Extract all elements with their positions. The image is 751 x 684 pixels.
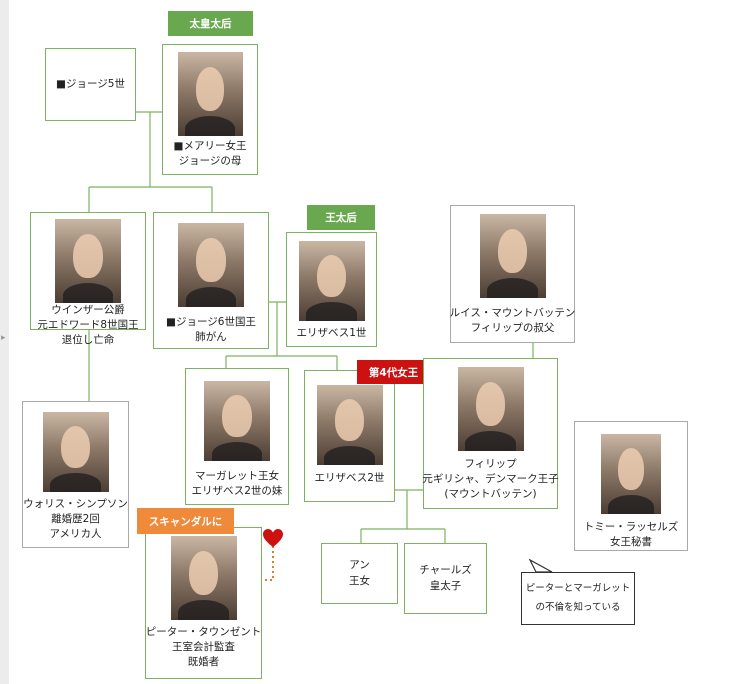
windsor-photo [55,219,121,303]
tommy-photo [601,434,661,514]
person-tommy: トミー・ラッセルズ 女王秘書 [574,421,688,551]
margaret-note: エリザベス2世の妹 [191,485,283,498]
wallis-photo [42,412,109,492]
elizabeth2-photo [316,385,383,465]
margaret-photo [204,381,270,461]
anne-name: アン [349,559,370,572]
tommy-note: 女王秘書 [610,536,652,549]
tommy-callout: ピーターとマーガレット の不倫を知っている [521,572,635,625]
anne-note: 王女 [349,574,370,587]
tommy-name: トミー・ラッセルズ [583,521,679,533]
mary-note: ジョージの母 [178,155,242,168]
person-peter: ピーター・タウンゼント 王室会計監査 既婚者 [145,527,262,679]
wallis-note2: アメリカ人 [49,528,102,541]
mary-photo [177,52,243,136]
charles-note: 皇太子 [429,579,462,592]
person-anne: アン 王女 [321,543,398,604]
callout-line2: の不倫を知っている [535,601,621,613]
elizabeth1-photo [298,241,365,321]
margaret-name: マーガレット王女 [195,470,279,482]
person-wallis: ウォリス・シンプソン 離婚歴2回 アメリカ人 [22,401,129,548]
louis-photo [479,214,546,298]
louis-note: フィリップの叔父 [470,322,555,335]
arrow-right-icon: ▸ [1,333,6,343]
elizabeth1-name: エリザベス1世 [296,327,367,339]
person-margaret: マーガレット王女 エリザベス2世の妹 [185,368,289,505]
person-george6: ■ジョージ6世国王 肺がん [153,212,269,349]
heart-icon [263,529,283,547]
peter-photo [170,536,237,620]
tag-fourth-queen: 第4代女王 [357,360,430,384]
tag-scandal: スキャンダルに [137,508,234,534]
philip-photo [457,367,524,451]
person-philip: フィリップ 元ギリシャ、デンマーク王子 (マウントバッテン) [422,358,559,509]
person-charles: チャールズ 皇太子 [404,543,487,614]
person-louis: ルイス・マウントバッテン フィリップの叔父 [450,205,575,343]
wallis-note1: 離婚歴2回 [51,513,100,526]
person-mary: ■メアリー女王 ジョージの母 [162,44,258,175]
person-elizabeth1: エリザベス1世 [286,232,377,347]
george5-name: ■ジョージ5世 [56,77,125,90]
left-scroll-strip [0,0,9,684]
person-windsor: ウインザー公爵 元エドワード8世国王 退位し亡命 [30,212,146,346]
philip-note1: 元ギリシャ、デンマーク王子 [422,473,559,486]
george6-name: ■ジョージ6世国王 [166,316,256,328]
windsor-name: ウインザー公爵 [51,304,125,316]
peter-note1: 王室会計監査 [172,641,235,654]
callout-line1: ピーターとマーガレット [525,583,631,595]
george6-note: 肺がん [195,331,227,344]
wallis-name: ウォリス・シンプソン [23,498,128,510]
tag-grandmother: 太皇太后 [168,11,253,36]
charles-name: チャールズ [419,564,472,577]
person-elizabeth2: エリザベス2世 [304,370,395,502]
peter-name: ピーター・タウンゼント [145,626,262,638]
peter-note2: 既婚者 [187,656,220,669]
louis-name: ルイス・マウントバッテン [449,307,576,319]
mary-name: ■メアリー女王 [173,140,247,152]
george6-photo [178,223,244,307]
philip-name: フィリップ [464,458,517,470]
elizabeth2-name: エリザベス2世 [314,472,385,484]
person-george5: ■ジョージ5世 [45,48,136,121]
windsor-note1: 元エドワード8世国王 [37,319,139,332]
philip-note2: (マウントバッテン) [444,488,537,501]
windsor-note2: 退位し亡命 [61,334,115,347]
tag-queen-mother: 王太后 [307,205,375,230]
